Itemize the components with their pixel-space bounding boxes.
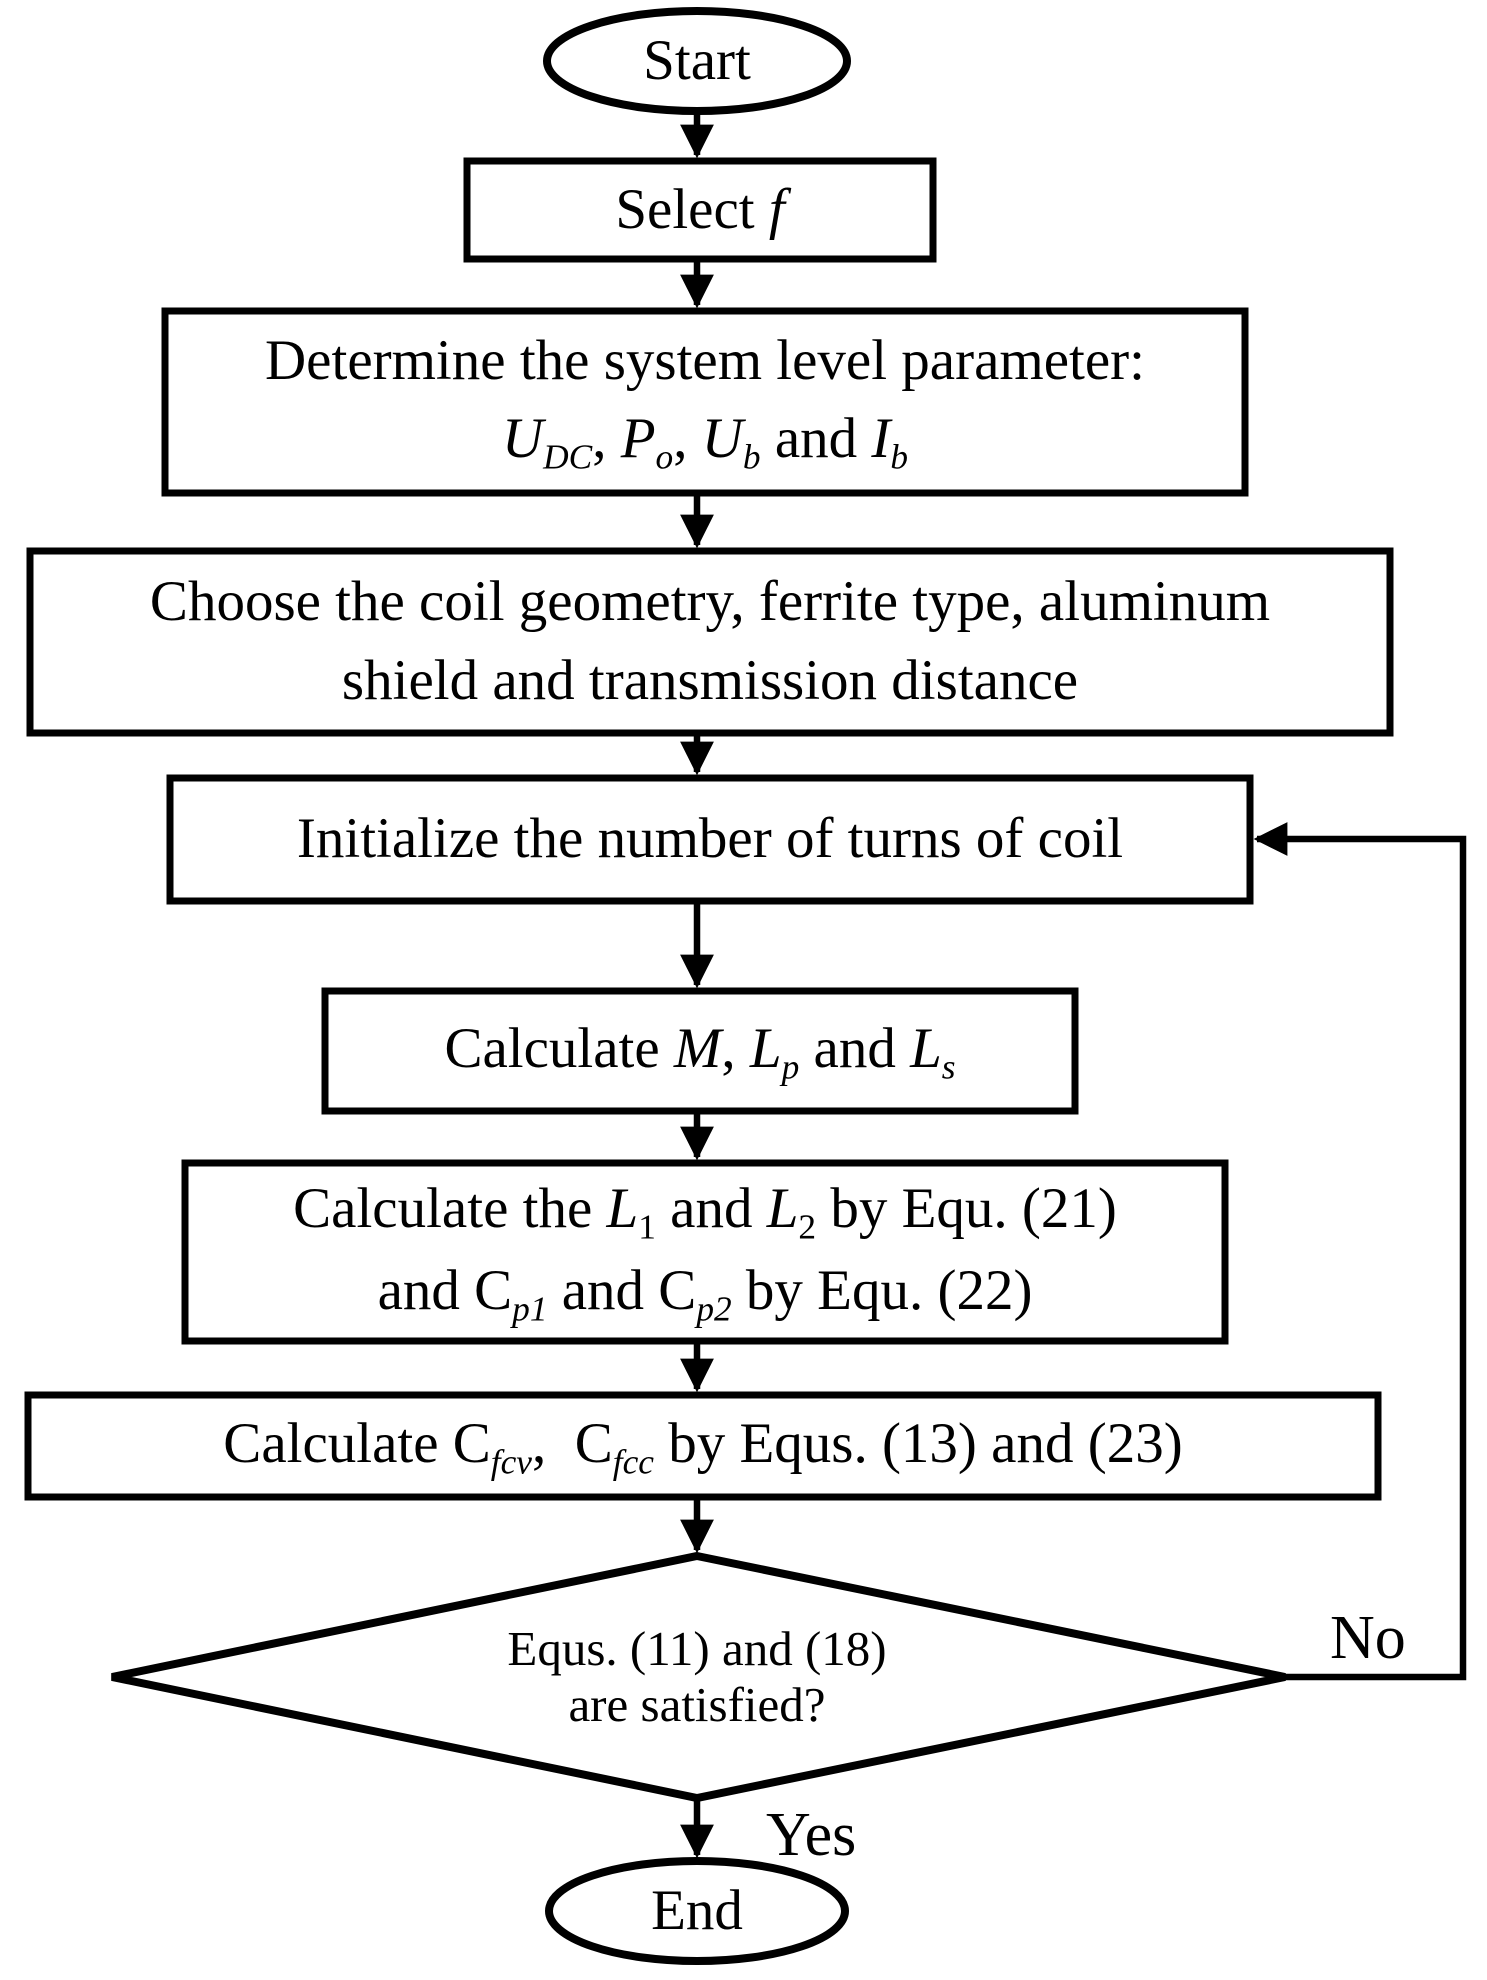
end-terminator <box>545 1857 849 1965</box>
calculate-cf-label: Calculate Cfcv, Cfcc by Equs. (13) and (… <box>223 1411 1183 1482</box>
calculate-l-cp-box <box>181 1159 1229 1345</box>
determine-params-box <box>161 307 1249 497</box>
yes-edge-label: Yes <box>766 1801 857 1869</box>
start-terminator <box>543 7 851 115</box>
choose-coil-label: Choose the coil geometry, ferrite type, … <box>149 570 1271 712</box>
select-f-label: Select f <box>615 177 785 241</box>
initialize-turns-label: Initialize the number of turns of coil <box>296 807 1124 871</box>
calculate-m-label: Calculate M, Lp and Ls <box>444 1016 956 1087</box>
initialize-turns-box <box>166 774 1254 905</box>
determine-params-label: Determine the system level parameter:UDC… <box>265 328 1145 477</box>
start-label: Start <box>643 28 751 92</box>
choose-coil-box <box>26 547 1394 737</box>
decision-diamond <box>111 1551 1286 1803</box>
end-label: End <box>651 1878 743 1942</box>
no-edge-label: No <box>1330 1604 1406 1672</box>
select-f-box <box>463 157 937 263</box>
decision-label: Equs. (11) and (18)are satisfied? <box>507 1620 887 1732</box>
no-loop-connector <box>1253 822 1467 1681</box>
calculate-m-box <box>321 987 1079 1115</box>
calculate-cf-box <box>24 1391 1382 1501</box>
calculate-l-cp-label: Calculate the L1 and L2 by Equ. (21)and … <box>293 1176 1117 1329</box>
